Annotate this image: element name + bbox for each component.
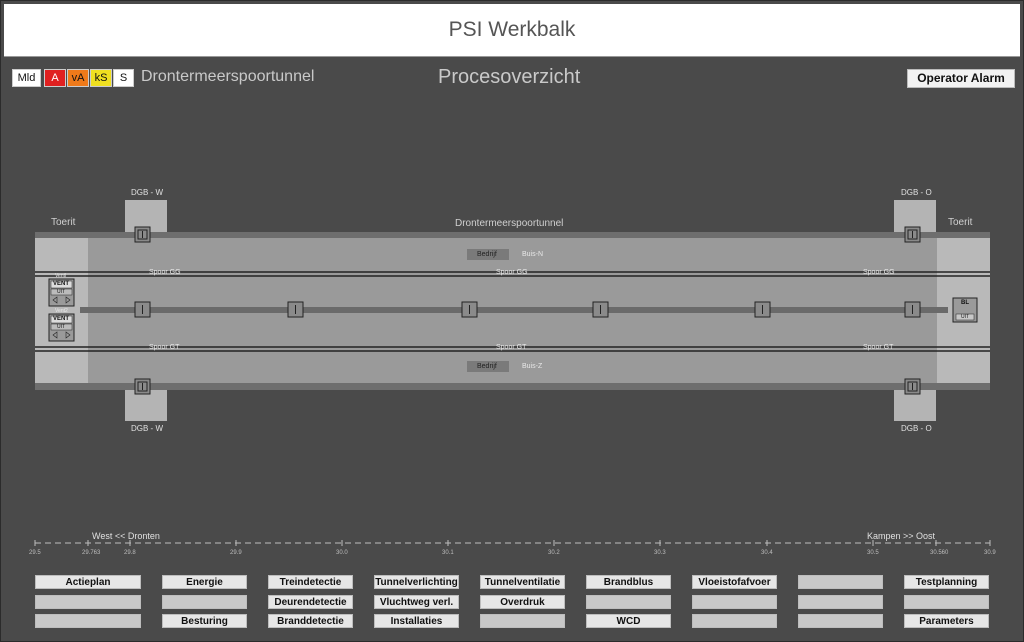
nav-button-brandblus[interactable]: Brandblus (586, 575, 671, 589)
nav-button-empty[interactable] (586, 595, 671, 609)
track-gt-label-1: Spoor GT (149, 344, 180, 351)
nav-button-treindetectie[interactable]: Treindetectie (268, 575, 353, 589)
nav-button-empty[interactable] (798, 614, 883, 628)
tunnel-name: Drontermeerspoortunnel (141, 68, 315, 85)
km-scale (34, 540, 991, 546)
cross-door-icon-6[interactable] (904, 301, 921, 318)
scale-tick-label: 30.2 (548, 550, 560, 556)
tube-south-name: Buis-Z (522, 363, 543, 370)
nav-button-besturing[interactable]: Besturing (162, 614, 247, 628)
nav-button-empty[interactable] (480, 614, 565, 628)
track-gt-label-2: Spoor GT (496, 344, 527, 351)
tube-north-name: Buis-N (522, 251, 544, 258)
tube-north-status: Bedrijf (477, 251, 497, 258)
scale-west-label: West << Dronten (92, 531, 160, 541)
track-gt-label-3: Spoor GT (863, 344, 894, 351)
scale-tick-label: 30.0 (336, 550, 348, 556)
nav-button-actieplan[interactable]: Actieplan (35, 575, 141, 589)
scale-tick-label: 29.8 (124, 550, 136, 556)
nav-button-overdruk[interactable]: Overdruk (480, 595, 565, 609)
vent-unit-1-state: UIT (57, 289, 66, 295)
scale-tick-label: 30.560 (930, 550, 949, 556)
nav-button-parameters[interactable]: Parameters (904, 614, 989, 628)
scale-tick-label: 30.4 (761, 550, 773, 556)
scale-tick-label: 30.9 (984, 550, 996, 556)
nav-button-empty[interactable] (798, 595, 883, 609)
bl-unit[interactable] (952, 297, 978, 323)
scale-east-label: Kampen >> Oost (867, 531, 936, 541)
nav-button-tunnelverlichting[interactable]: Tunnelverlichting (374, 575, 459, 589)
scale-tick-label: 29.763 (82, 550, 101, 556)
scale-tick-label: 30.5 (867, 550, 879, 556)
alarm-box-mld[interactable]: Mld (12, 69, 41, 87)
vent-unit-1-mode: VENT (53, 281, 70, 287)
left-ramp-label: Toerit (51, 217, 76, 228)
vent-unit-1-title: Ventl (55, 273, 67, 279)
center-corridor (80, 307, 948, 313)
nav-button-branddetectie[interactable]: Branddetectie (268, 614, 353, 628)
cross-door-icon-5[interactable] (754, 301, 771, 318)
nav-button-empty[interactable] (692, 595, 777, 609)
operator-alarm-button[interactable]: Operator Alarm (907, 69, 1015, 88)
nav-button-wcd[interactable]: WCD (586, 614, 671, 628)
track-gg-label-3: Spoor GG (863, 269, 895, 276)
scale-tick-label: 29.9 (230, 550, 242, 556)
vent-unit-1[interactable] (48, 278, 75, 307)
vent-unit-2[interactable] (48, 313, 75, 342)
nav-button-deurendetectie[interactable]: Deurendetectie (268, 595, 353, 609)
nav-button-empty[interactable] (904, 595, 989, 609)
nav-button-testplanning[interactable]: Testplanning (904, 575, 989, 589)
nav-button-empty[interactable] (35, 614, 141, 628)
dgb-label-bottom-left: DGB - W (131, 424, 163, 433)
track-gg-label-2: Spoor GG (496, 269, 528, 276)
scale-tick-label: 30.3 (654, 550, 666, 556)
nav-button-energie[interactable]: Energie (162, 575, 247, 589)
page-title: Procesoverzicht (438, 66, 581, 88)
tube-south-status: Bedrijf (477, 363, 497, 370)
cross-door-icon-3[interactable] (461, 301, 478, 318)
vent-unit-2-state: UIT (57, 324, 66, 330)
alarm-box-va[interactable]: vA (67, 69, 89, 87)
cross-door-icon-4[interactable] (592, 301, 609, 318)
vent-unit-2-mode: VENT (53, 316, 70, 322)
title-bar: PSI Werkbalk (4, 4, 1020, 57)
alarm-box-ks[interactable]: kS (90, 69, 112, 87)
nav-button-empty[interactable] (162, 595, 247, 609)
left-ramp-area (35, 238, 88, 383)
scale-tick-label: 29.5 (29, 550, 41, 556)
dgb-label-bottom-right: DGB - O (901, 424, 932, 433)
tube-north-status-plate[interactable] (467, 249, 509, 260)
door-icon-top-right[interactable] (904, 226, 921, 243)
nav-button-tunnelventilatie[interactable]: Tunnelventilatie (480, 575, 565, 589)
nav-button-empty[interactable] (798, 575, 883, 589)
diagram-tunnel-label: Drontermeerspoortunnel (455, 218, 564, 229)
alarm-box-s[interactable]: S (113, 69, 134, 87)
nav-button-vluchtweg-verl[interactable]: Vluchtweg verl. (374, 595, 459, 609)
nav-button-installaties[interactable]: Installaties (374, 614, 459, 628)
bl-unit-title: BL (961, 300, 969, 306)
nav-button-empty[interactable] (35, 595, 141, 609)
door-icon-bottom-left[interactable] (134, 378, 151, 395)
track-gg-label-1: Spoor GG (149, 269, 181, 276)
tube-south-status-plate[interactable] (467, 361, 509, 372)
door-icon-bottom-right[interactable] (904, 378, 921, 395)
right-ramp-label: Toerit (948, 217, 973, 228)
vent-unit-2-title: Vent2 (55, 308, 68, 314)
alarm-box-a[interactable]: A (44, 69, 66, 87)
nav-button-vloeistofafvoer[interactable]: Vloeistofafvoer (692, 575, 777, 589)
window-title: PSI Werkbalk (448, 18, 576, 41)
cross-door-icon-1[interactable] (134, 301, 151, 318)
bl-unit-state: UIT (961, 314, 970, 320)
dgb-label-top-left: DGB - W (131, 188, 163, 197)
door-icon-top-left[interactable] (134, 226, 151, 243)
nav-button-empty[interactable] (692, 614, 777, 628)
process-diagram (35, 200, 990, 421)
cross-door-icon-2[interactable] (287, 301, 304, 318)
dgb-label-top-right: DGB - O (901, 188, 932, 197)
scale-tick-label: 30.1 (442, 550, 454, 556)
